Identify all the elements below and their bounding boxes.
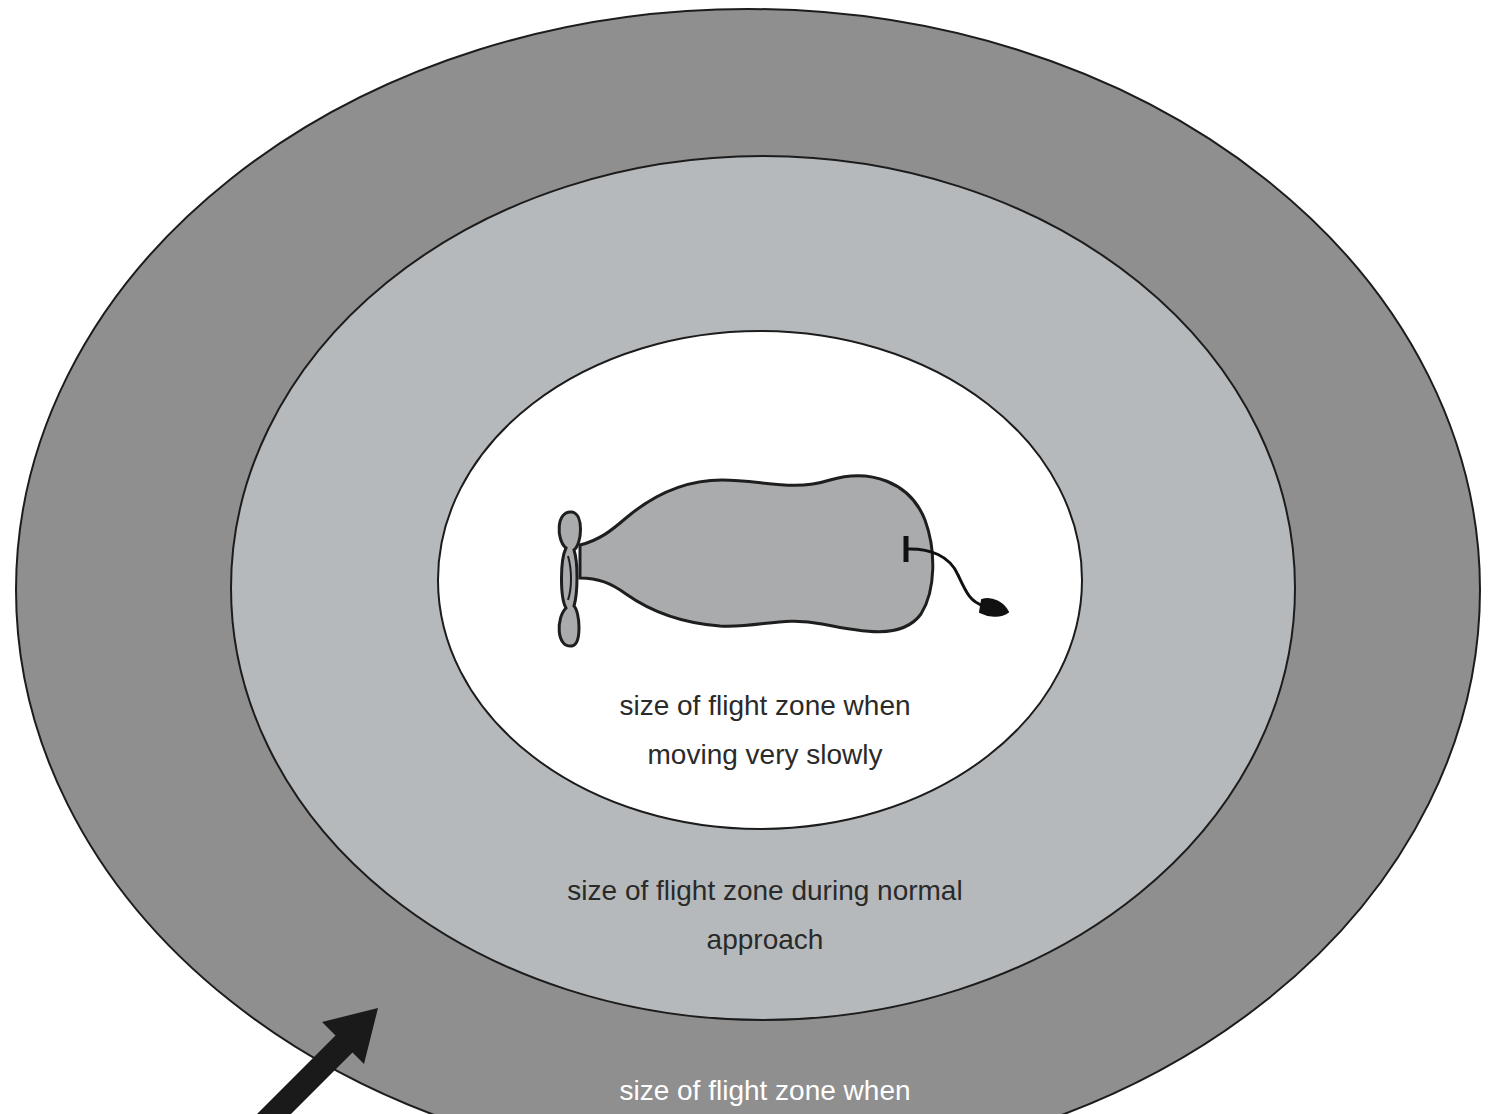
cow-muzzle bbox=[568, 556, 571, 600]
flight-zone-band: size of flight zone when moving very slo… bbox=[437, 330, 1083, 830]
band-ellipse bbox=[231, 156, 1295, 1020]
flight-zone-band: size of flight zone when moving very slo… bbox=[15, 8, 1481, 1114]
band-ellipse bbox=[438, 331, 1082, 829]
pointer-arrow bbox=[248, 1008, 378, 1114]
arrow-head bbox=[322, 1008, 378, 1064]
zone-label: size of flight zone when bbox=[555, 1066, 975, 1114]
cow-tail-tuft bbox=[980, 599, 1008, 616]
cow-head bbox=[559, 512, 580, 646]
zone-label: size of flight zone when moving very slo… bbox=[575, 681, 955, 779]
flight-zone-band: size of flight zone when moving very slo… bbox=[230, 155, 1296, 1021]
arrow-shaft bbox=[248, 1042, 346, 1114]
cow-illustration bbox=[559, 476, 1008, 646]
cow-tail bbox=[906, 549, 984, 606]
cow-tail-base bbox=[904, 536, 909, 562]
cow-body bbox=[580, 476, 933, 632]
band-ellipse bbox=[16, 9, 1480, 1114]
zone-label: size of flight zone during normal approa… bbox=[565, 866, 965, 964]
